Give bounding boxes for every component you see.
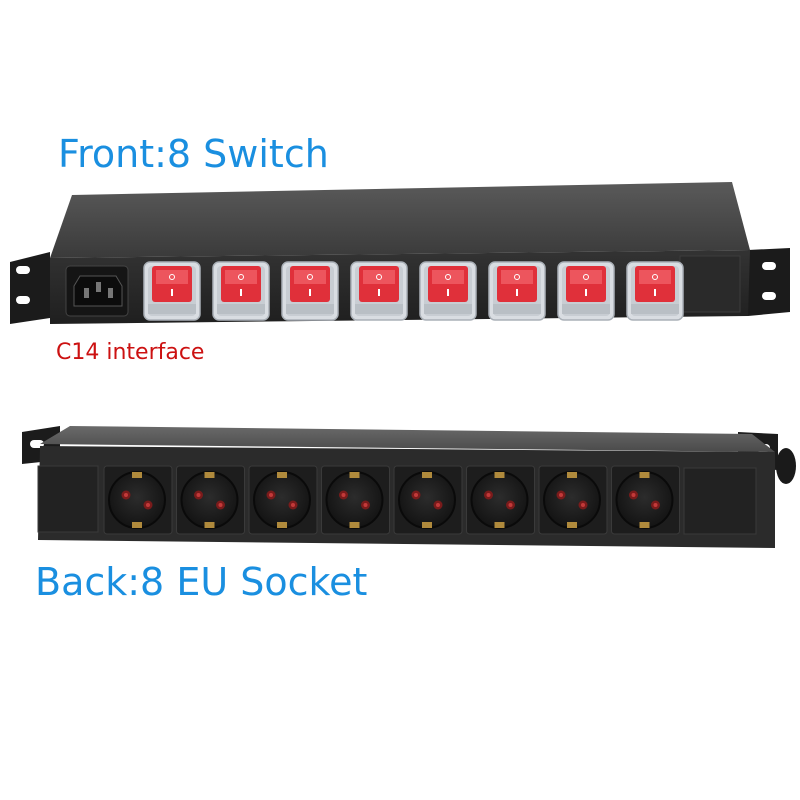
eu-socket-1: [103, 465, 173, 535]
back-caption: Back:8 EU Socket: [35, 560, 368, 604]
rocker-switch-4: [350, 261, 408, 321]
eu-socket-2: [176, 465, 245, 535]
rocker-switch-1: [143, 261, 201, 321]
c14-interface-caption: C14 interface: [56, 340, 205, 365]
eu-socket-6: [466, 465, 535, 535]
eu-socket-4: [321, 465, 390, 535]
rocker-switch-2: [212, 261, 270, 321]
front-top-face: [50, 182, 750, 258]
rocker-switch-5: [419, 261, 477, 321]
back-top-face: [40, 426, 775, 452]
rocker-switch-3: [281, 261, 339, 321]
back-blank-right: [683, 467, 757, 535]
front-right-mount-ear: [748, 248, 790, 316]
front-blank-plate: [679, 255, 741, 313]
eu-socket-5: [393, 465, 463, 535]
rocker-switch-8: [626, 261, 684, 321]
eu-socket-3: [248, 465, 318, 535]
rocker-switch-7: [557, 261, 615, 321]
front-left-mount-ear: [10, 252, 50, 324]
cable-gland: [776, 448, 796, 484]
eu-socket-8: [611, 465, 680, 535]
eu-socket-7: [538, 465, 608, 535]
c14-inlet: [65, 265, 129, 317]
front-caption: Front:8 Switch: [58, 132, 329, 176]
rocker-switch-6: [488, 261, 546, 321]
back-blank-left: [37, 465, 99, 533]
